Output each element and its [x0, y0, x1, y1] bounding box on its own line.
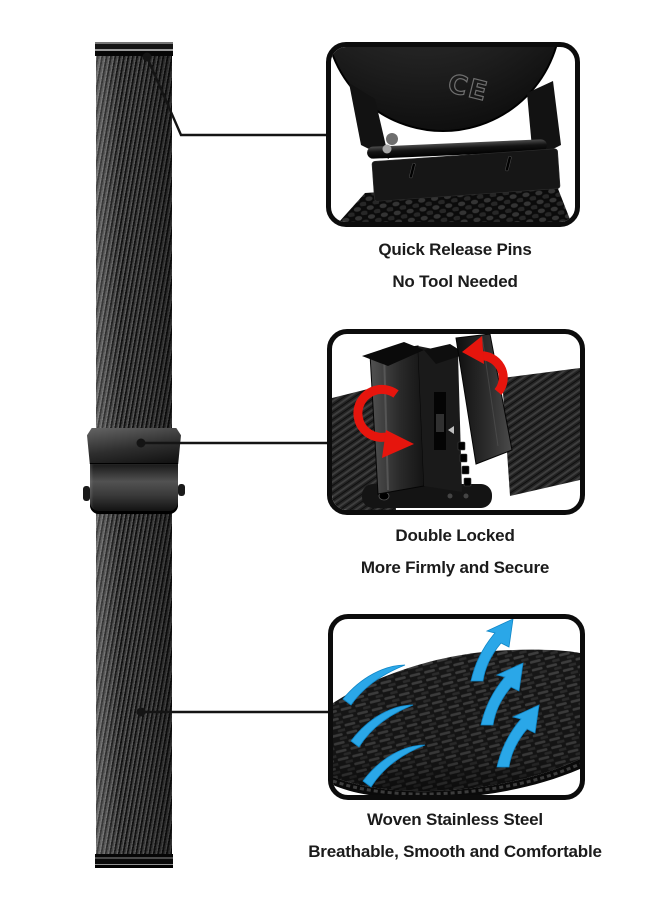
- plate-highlight: [383, 351, 389, 491]
- mesh-weave-shading: [333, 649, 580, 792]
- watch-lug-right: [527, 81, 561, 159]
- blue-airflow-swoosh-icons: [342, 664, 426, 788]
- callout-frame-woven-steel: [328, 614, 585, 800]
- callout-frame-double-locked: [327, 329, 585, 515]
- callout-frame-quick-release: CE: [326, 42, 580, 227]
- clasp-top-clip-right: [424, 344, 466, 364]
- channel-latch: [436, 414, 444, 432]
- feature-title: Quick Release Pins: [378, 240, 532, 259]
- red-fold-arrow-right-icon: [477, 351, 508, 395]
- band-clasp: [83, 428, 185, 514]
- caption-quick-release: Quick Release Pins No Tool Needed: [280, 239, 630, 292]
- clasp-top-clip-left: [362, 342, 424, 366]
- clasp-open-flap: [455, 334, 513, 465]
- feature-title: Double Locked: [395, 526, 515, 545]
- leader-line-1: [145, 56, 327, 137]
- quick-release-pin-illustration: CE: [331, 47, 571, 222]
- watch-case-back: [331, 47, 558, 132]
- hinge-pin-2: [463, 493, 469, 499]
- spring-bar: [367, 139, 547, 159]
- plate-slot-left: [409, 162, 416, 179]
- feature-subtitle: More Firmly and Secure: [360, 558, 550, 577]
- clasp-left-plate: [369, 345, 425, 495]
- plate-slot-right: [505, 155, 512, 172]
- mesh-airflow-illustration: [333, 619, 580, 795]
- mesh-band-right: [502, 368, 580, 496]
- watch-band: [83, 42, 185, 868]
- double-locked-clasp-illustration: [332, 334, 580, 510]
- strap-end-plate: [371, 148, 561, 202]
- feature-subtitle: No Tool Needed: [392, 272, 518, 291]
- flap-perforations: [457, 441, 472, 487]
- band-top-end-bar: [95, 42, 173, 56]
- clasp-upper-plate: [87, 428, 181, 464]
- caption-woven-steel: Woven Stainless Steel Breathable, Smooth…: [280, 809, 630, 862]
- feature-subtitle: Breathable, Smooth and Comfortable: [308, 842, 602, 861]
- caption-double-locked: Double Locked More Firmly and Secure: [280, 525, 630, 578]
- clasp-release-lever-right: [178, 484, 185, 496]
- band-bottom-end-bar: [95, 854, 173, 868]
- hinge-pin-1: [447, 493, 453, 499]
- red-fold-arrow-left-icon: [353, 384, 399, 442]
- clasp-release-lever-left: [83, 486, 90, 501]
- clasp-buckle-body: [90, 464, 178, 514]
- feature-title: Woven Stainless Steel: [367, 810, 543, 829]
- red-fold-arrow-right-head-icon: [462, 336, 484, 364]
- red-fold-arrow-left-head-icon: [382, 430, 414, 458]
- mesh-coiled-edge: [333, 759, 580, 795]
- quick-release-knob: [386, 133, 398, 145]
- tiny-indicator-arrow: [448, 426, 454, 434]
- quick-release-knob-highlight: [382, 144, 392, 154]
- mesh-coil-loops: [333, 762, 580, 795]
- watch-lug-left: [349, 83, 389, 159]
